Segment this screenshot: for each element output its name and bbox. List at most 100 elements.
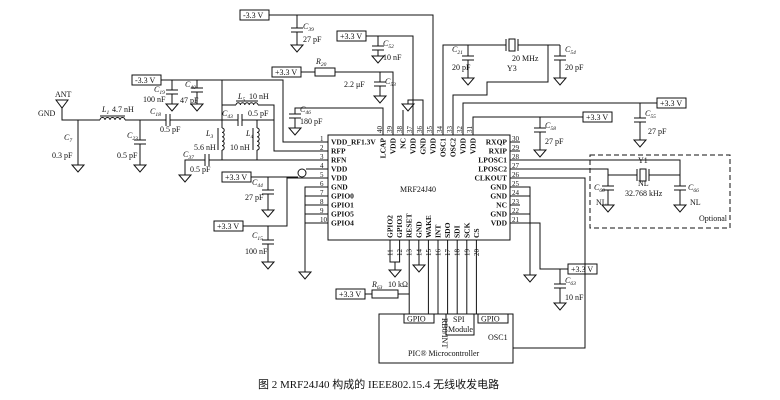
supply-voltage: -3.3 V: [243, 11, 264, 20]
pin-number: 10: [320, 216, 328, 224]
component-value-C21: 20 pF: [452, 63, 471, 72]
ground-icon: [600, 204, 616, 213]
component-value-C7: 0.3 pF: [52, 151, 73, 160]
wire: [452, 45, 549, 120]
power-supply-label: [271, 66, 302, 78]
designator-sub: 1: [106, 110, 109, 116]
pin-name: NC: [399, 138, 408, 149]
designator-letter: C: [688, 183, 694, 192]
pin-name: GND: [419, 137, 428, 154]
supply-voltage: +3.3 V: [340, 32, 362, 41]
pin-name: SDO: [443, 222, 452, 238]
ground-icon: [370, 55, 386, 64]
designator-L5: L5: [237, 92, 245, 103]
chip-name: MRF24J40: [400, 185, 436, 194]
optional-section-box: [589, 154, 731, 229]
pin-name: GPIO4: [331, 219, 354, 228]
mcu-gpio-right-label: GPIO: [481, 315, 500, 324]
supply-voltage: +3.3 V: [571, 265, 593, 274]
designator-sub: 55: [650, 114, 656, 120]
component-value-C53: 2.2 μF: [344, 80, 365, 89]
wire: [335, 71, 394, 120]
designator-sub: 21: [457, 50, 463, 56]
mcu-gpio-left-label: GPIO: [407, 315, 426, 324]
supply-voltage: +3.3 V: [217, 222, 239, 231]
wire: [513, 177, 586, 349]
designator-letter: C: [452, 45, 458, 54]
component-value-Y3: 20 MHz: [512, 54, 539, 63]
power-supply-label: [582, 111, 613, 123]
power-supply-label: [567, 263, 598, 275]
pin-number: 35: [426, 126, 434, 134]
designator-C66: C66: [688, 183, 699, 194]
designator-letter: C: [594, 183, 600, 192]
supply-voltage: -3.3 V: [135, 76, 156, 85]
designator-sub: 5: [242, 97, 245, 103]
wire: [520, 159, 681, 186]
inductor-icon: [221, 127, 225, 151]
mcu-spi-label: Module: [448, 325, 473, 334]
pin-number: 40: [376, 126, 384, 134]
designator-C37: C37: [183, 150, 194, 161]
designator-C44: C44: [252, 178, 263, 189]
designator-C46: C46: [300, 105, 311, 116]
optional-label: Optional: [699, 214, 728, 223]
designator-letter: L: [101, 105, 107, 114]
pin-name: WAKE: [424, 215, 433, 238]
wire: [462, 102, 657, 120]
supply-voltage: +3.3 V: [660, 99, 682, 108]
pin-number: 12: [396, 249, 404, 257]
designator-sub: 20: [321, 62, 327, 68]
designator-sub: 53: [390, 82, 396, 88]
component-value-C55: 27 pF: [648, 127, 667, 136]
pin-number: 25: [512, 180, 520, 188]
component-value-C44: 27 pF: [245, 193, 264, 202]
pin-number: 27: [512, 162, 520, 170]
pin-number: 4: [320, 162, 324, 170]
designator-letter: L: [205, 129, 211, 138]
designator-sub: 52: [388, 44, 394, 50]
pin-number: 23: [512, 198, 520, 206]
pin-name: RFN: [331, 156, 347, 165]
designator-L3: L3: [205, 129, 213, 140]
designator-sub: 44: [257, 182, 263, 189]
pin-number: 19: [463, 249, 471, 257]
designator-letter: C: [645, 109, 651, 118]
component-value-C37: 0.5 pF: [190, 165, 211, 174]
designator-C18: C18: [150, 107, 161, 118]
mcu-gpio-left-port: [403, 313, 435, 324]
inductor-icon: [99, 117, 126, 121]
pin-name: GPIO5: [331, 210, 354, 219]
wire: [184, 159, 205, 175]
pin-number: 2: [320, 144, 324, 152]
pin-number: 30: [512, 135, 520, 143]
wire: [442, 44, 506, 120]
designator-C21: C21: [452, 45, 463, 56]
pin-name: GND: [331, 183, 348, 192]
component-value-C46: 180 pF: [300, 117, 323, 126]
component-value-C18: 0.5 pF: [160, 125, 181, 134]
pin-name: LCAP: [379, 138, 388, 159]
designator-C43: C43: [222, 109, 233, 120]
mcu-spi-label: SPI: [453, 315, 465, 324]
ground-icon: [387, 269, 403, 278]
pin-name: VDD_RF1.3V: [331, 138, 376, 147]
wire: [304, 186, 318, 272]
pin-name: GPIO1: [331, 201, 354, 210]
designator-C63: C63: [565, 276, 576, 287]
designator-sub: 7: [69, 138, 72, 144]
designator-sub: 4: [250, 133, 253, 140]
component-value-L4: 10 nH: [230, 143, 250, 152]
component-value-C43: 0.5 pF: [248, 109, 269, 118]
component-value-C66: NL: [690, 198, 701, 207]
component-value-C60: NL: [596, 198, 607, 207]
ground-icon: [400, 103, 416, 112]
mcu-spi-module: [445, 313, 475, 336]
wire: [520, 168, 609, 186]
ground-icon: [552, 302, 568, 311]
pin-name: GND: [490, 183, 507, 192]
designator-C54: C54: [565, 45, 576, 56]
antenna-icon: [55, 99, 69, 109]
power-supply-label: [239, 9, 270, 21]
